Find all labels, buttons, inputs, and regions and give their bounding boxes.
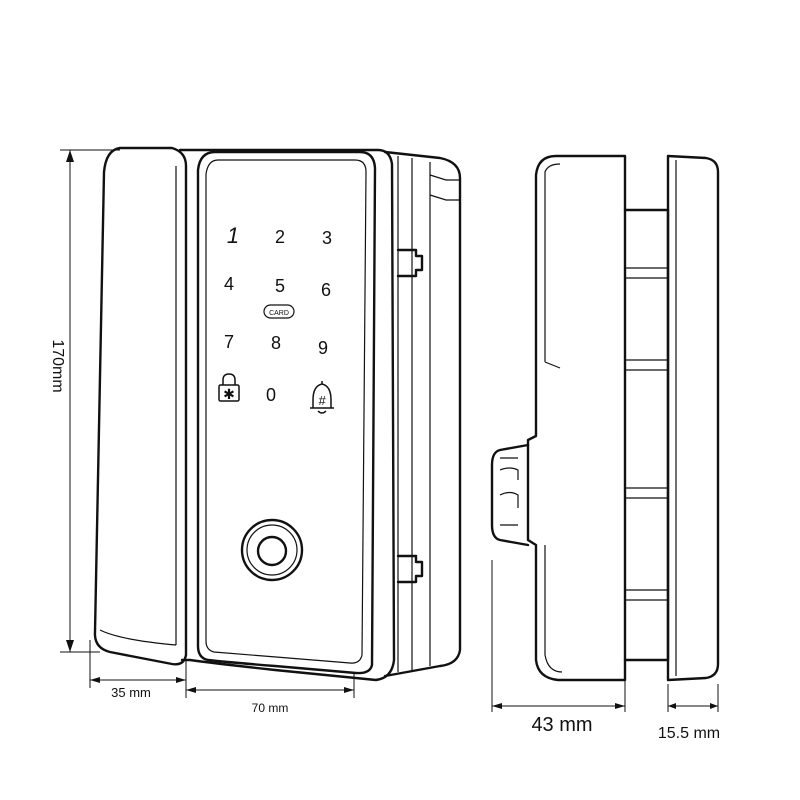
side-clip — [490, 443, 530, 547]
upper-clip — [396, 248, 424, 278]
card-reader-area: CARD — [263, 304, 295, 319]
keypad-panel — [196, 150, 377, 675]
body-width-label: 70 mm — [252, 701, 289, 715]
key-2[interactable]: 2 — [275, 227, 285, 247]
front-dimensions: 170mm 35 mm 70 mm — [49, 149, 355, 715]
side-view — [490, 154, 720, 682]
rear-housing-step — [429, 174, 460, 201]
side-depth-label: 43 mm — [531, 714, 592, 736]
key-7[interactable]: 7 — [224, 332, 234, 352]
key-8[interactable]: 8 — [271, 333, 281, 353]
main-body — [178, 148, 396, 682]
plate-depth-label: 15.5 mm — [658, 725, 720, 742]
card-label: CARD — [269, 310, 289, 317]
key-6[interactable]: 6 — [321, 280, 331, 300]
key-0[interactable]: 0 — [266, 385, 276, 405]
lock-key-symbol: ✱ — [223, 386, 235, 402]
side-dimensions: 43 mm 15.5 mm — [491, 560, 720, 742]
height-dimension-label: 170mm — [49, 339, 66, 392]
mounting-plate — [666, 154, 720, 682]
keypad-panel-inset — [205, 159, 367, 664]
key-4[interactable]: 4 — [224, 274, 234, 294]
bell-key-symbol: # — [318, 393, 326, 408]
side-body — [526, 154, 627, 682]
bell-icon[interactable]: # — [310, 381, 334, 414]
keypad-keys: 1 2 3 4 5 6 CARD 7 8 9 ✱ 0 # — [218, 223, 334, 414]
key-1[interactable]: 1 — [227, 223, 239, 248]
padlock-icon[interactable]: ✱ — [218, 373, 240, 402]
side-clip-detail — [499, 457, 519, 526]
handle-width-label: 35 mm — [111, 685, 151, 700]
key-9[interactable]: 9 — [318, 338, 328, 358]
handle-block — [93, 146, 188, 666]
lower-clip — [396, 554, 424, 584]
handle-bottom-line — [99, 629, 177, 646]
rear-housing-edge — [397, 156, 431, 672]
side-body-inner — [544, 163, 563, 673]
rear-housing — [383, 150, 462, 678]
side-bracket-lines — [625, 267, 668, 601]
key-5[interactable]: 5 — [275, 276, 285, 296]
front-view: 1 2 3 4 5 6 CARD 7 8 9 ✱ 0 # — [93, 146, 462, 682]
key-3[interactable]: 3 — [322, 228, 332, 248]
fingerprint-sensor-icon[interactable] — [240, 518, 304, 582]
